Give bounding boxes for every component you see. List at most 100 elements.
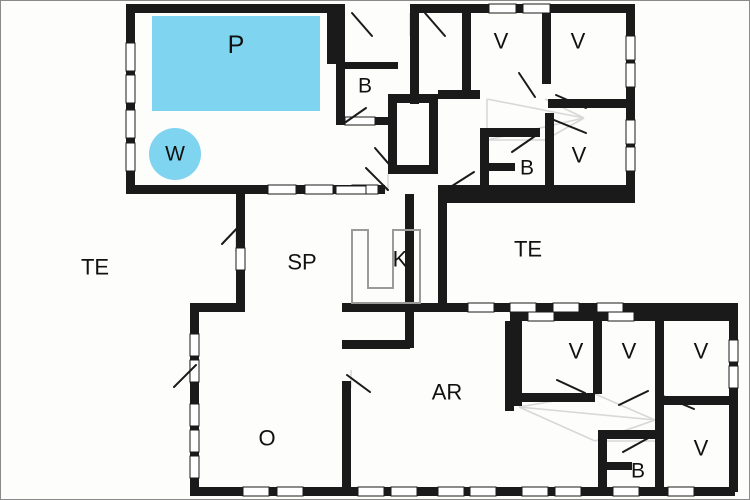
room-label-whirlpool: W: [165, 143, 185, 166]
window-terr-w-win-1: [235, 247, 246, 271]
room-label-bath_lower: B: [631, 460, 645, 483]
room-label-kitchen: K: [393, 247, 408, 272]
door-bath-low: [622, 435, 653, 453]
wall-pool-room-top: [126, 4, 336, 13]
room-label-bed_4: V: [569, 339, 584, 364]
wall-bath-low-shelf: [598, 462, 632, 470]
wall-bed5-right: [655, 312, 664, 394]
window-bot-win-4: [390, 486, 418, 497]
door-bath-top: [342, 107, 367, 125]
swing-bed5: [594, 393, 656, 421]
window-lounge-left-win-3: [189, 403, 200, 427]
door-bed4: [556, 379, 586, 394]
wall-pool-room-right: [327, 4, 336, 64]
window-mid-terr-bot-win-1: [467, 302, 495, 313]
window-bot-win-9: [612, 486, 640, 497]
window-bot-win-8: [554, 486, 582, 497]
wall-hall-closet-top: [388, 94, 438, 103]
window-bot-win-10: [667, 486, 695, 497]
window-mid-terr-bot-win-2: [509, 302, 537, 313]
floor-terrace-mid: [447, 203, 626, 303]
door-closet-b: [424, 12, 446, 37]
wall-hall-closet-right: [429, 94, 438, 174]
room-label-bed_7: V: [694, 436, 709, 461]
wall-bed3-left: [545, 113, 554, 191]
window-top-win-2: [522, 3, 551, 14]
door-terr-w: [221, 221, 244, 245]
window-mid-terr-bot-win-4: [596, 302, 624, 313]
wall-bed6-bottom: [661, 396, 731, 405]
window-mid-terr-bot-win-3: [552, 302, 580, 313]
window-pool-left-win-2: [125, 74, 136, 104]
window-bot-win-2: [276, 486, 304, 497]
window-bot-win-3: [357, 486, 385, 497]
wall-hall-closet-left: [388, 94, 397, 174]
room-label-terrace_west: TE: [81, 255, 109, 280]
wall-bath-upper-left: [480, 128, 489, 186]
wall-bath-upper-top: [480, 128, 540, 137]
wall-top-closet-mid: [336, 62, 398, 69]
kitchen-counter: [351, 229, 421, 304]
door-leaves-layer: [173, 12, 695, 453]
wall-bath-upper-shelf: [480, 163, 515, 171]
room-label-dining: AR: [432, 380, 463, 405]
window-bot-win-5: [437, 486, 465, 497]
window-bot-win-7: [521, 486, 549, 497]
wall-lounge-ar-divider: [342, 381, 351, 491]
window-hall-bot-win-1: [335, 185, 367, 195]
wall-bath-low-top: [598, 430, 656, 439]
window-pool-left-win-4: [125, 142, 136, 172]
pool-water: [152, 16, 320, 111]
window-right-win-3: [625, 119, 636, 145]
door-ar: [346, 374, 371, 393]
floor-lounge: [199, 312, 342, 487]
room-label-bath_top: B: [358, 75, 372, 98]
window-lr-top-win-2: [607, 311, 635, 322]
door-closet-a: [351, 12, 373, 37]
room-label-sitting: SP: [287, 250, 316, 275]
window-lr-right-win-2: [728, 365, 739, 389]
window-upper-hall-win-1: [344, 116, 376, 126]
floor-ar: [351, 349, 505, 487]
window-pool-left-win-3: [125, 109, 136, 139]
window-right-win-4: [625, 146, 636, 172]
wall-ar-right-wall: [505, 321, 514, 411]
swing-corridor-a: [486, 98, 585, 119]
window-top-win-1: [488, 3, 517, 14]
wall-hall-closet-bottom: [388, 165, 438, 174]
wall-bath-low-right: [655, 394, 664, 489]
swing-lower-a: [518, 406, 656, 421]
window-lounge-left-win-1: [189, 333, 200, 357]
whirlpool-water: [149, 128, 201, 180]
door-bed3: [553, 119, 587, 134]
wall-lower-right-outer-r: [729, 312, 738, 492]
wall-top-closet-left: [336, 4, 345, 66]
wall-sp-ar-step-v2: [405, 303, 414, 348]
room-label-bed_6: V: [694, 339, 709, 364]
room-label-bed_3: V: [572, 143, 587, 168]
room-label-bath_upper: B: [520, 157, 534, 180]
wall-bath-low-left: [598, 430, 607, 488]
windows-layer: [125, 3, 739, 497]
wall-bed4-bottom: [513, 393, 595, 402]
wall-lower-block-left: [513, 312, 522, 406]
wall-pool-room-bottom: [126, 185, 256, 194]
window-right-win-1: [625, 35, 636, 61]
door-bath-up: [511, 133, 539, 153]
window-bot-win-1: [242, 486, 270, 497]
window-lr-right-win-1: [728, 339, 739, 363]
wall-bed1-left: [462, 4, 471, 99]
wall-sp-bottom: [342, 303, 442, 312]
window-pool-left-win-1: [125, 42, 136, 72]
wall-bed2-bottom: [548, 99, 635, 108]
room-label-bed_2: V: [571, 29, 586, 54]
room-label-pool: P: [228, 31, 245, 59]
door-lounge-l: [173, 364, 197, 388]
wall-bed1-right: [542, 4, 551, 84]
window-pool-bot-win-2: [304, 184, 334, 195]
door-bed1: [518, 72, 536, 98]
room-label-bed_1: V: [494, 29, 509, 54]
